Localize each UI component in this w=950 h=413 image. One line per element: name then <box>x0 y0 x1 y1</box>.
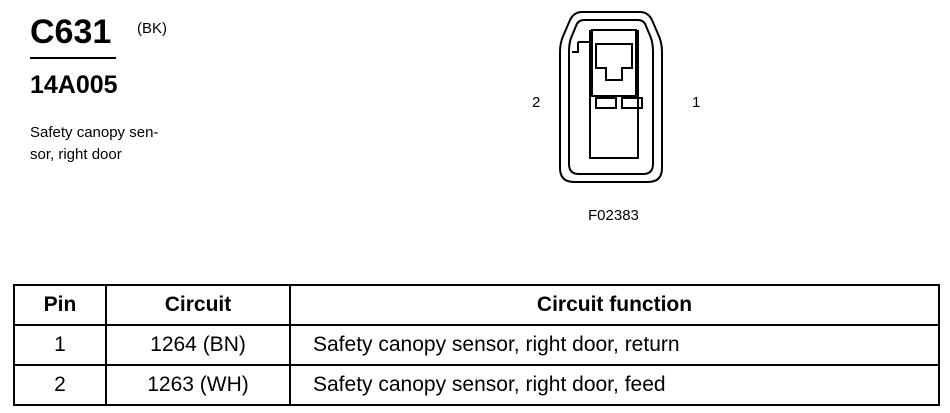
cell-circuit: 1264 (BN) <box>105 324 291 366</box>
connector-description: Safety canopy sen- sor, right door <box>30 122 230 166</box>
connector-latch-tab <box>595 43 633 81</box>
cell-pin: 2 <box>13 364 107 406</box>
pin-label-1: 1 <box>692 94 701 111</box>
connector-id: C631 <box>30 13 112 51</box>
description-line-2: sor, right door <box>30 146 122 163</box>
pin-table: Pin Circuit Circuit function 1 1264 (BN)… <box>13 284 940 406</box>
connector-id-underline <box>30 57 116 59</box>
cell-circuit-function: Safety canopy sensor, right door, feed <box>289 364 940 406</box>
figure-number: F02383 <box>588 207 639 224</box>
connector-inner-shell <box>568 19 654 175</box>
header-pin: Pin <box>13 284 107 326</box>
pin-label-2: 2 <box>532 94 541 111</box>
description-line-1: Safety canopy sen- <box>30 124 159 141</box>
cell-circuit-function: Safety canopy sensor, right door, return <box>289 324 940 366</box>
header-circuit-function: Circuit function <box>289 284 940 326</box>
header-circuit: Circuit <box>105 284 291 326</box>
cell-pin: 1 <box>13 324 107 366</box>
table-row: 1 1264 (BN) Safety canopy sensor, right … <box>13 324 940 366</box>
connector-outer-shell <box>559 11 663 183</box>
part-number: 14A005 <box>30 71 118 99</box>
connector-color: (BK) <box>137 20 167 37</box>
table-row: 2 1263 (WH) Safety canopy sensor, right … <box>13 364 940 406</box>
pin-cavity-1 <box>621 97 643 109</box>
connector-latch <box>591 29 637 97</box>
table-header-row: Pin Circuit Circuit function <box>13 284 940 326</box>
cell-circuit: 1263 (WH) <box>105 364 291 406</box>
pin-cavity-2 <box>595 97 617 109</box>
connector-face-diagram <box>559 11 663 183</box>
connector-latch-rails <box>589 30 639 159</box>
